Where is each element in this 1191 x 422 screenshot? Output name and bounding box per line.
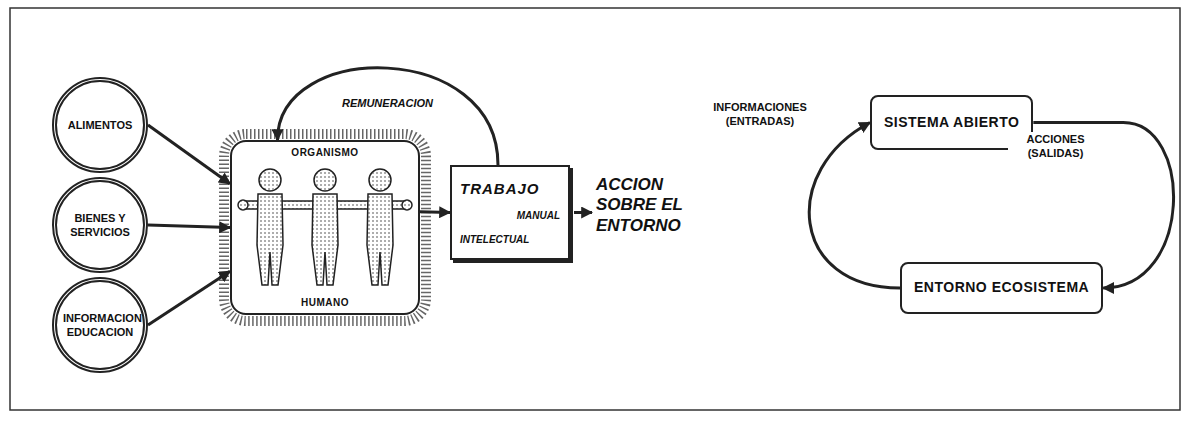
human-figures xyxy=(238,169,412,285)
node-text: INFORMACION EDUCACION xyxy=(63,311,137,340)
free-label: ACCION SOBRE EL ENTORNO xyxy=(596,175,704,236)
input-circle: ALIMENTOS xyxy=(52,77,148,173)
connector-arrow xyxy=(278,68,499,165)
edge-label: INFORMACIONES (ENTRADAS) xyxy=(700,100,820,129)
input-circle: BIENES Y SERVICIOS xyxy=(52,177,148,273)
hatched-outline xyxy=(224,134,426,321)
connector-arrow xyxy=(148,225,230,228)
work-box: TRABAJO MANUAL INTELECTUAL xyxy=(450,165,570,260)
node-text: HUMANO xyxy=(299,297,351,308)
edge-label: REMUNERACION xyxy=(335,96,440,110)
node-text: TRABAJO xyxy=(460,180,560,197)
frame xyxy=(10,8,1180,410)
action-arrow xyxy=(574,211,592,214)
organism-box: ORGANISMO HUMANO xyxy=(230,140,420,315)
environment-box: ENTORNO ECOSISTEMA xyxy=(900,262,1103,314)
connector-arrow xyxy=(420,210,450,214)
node-text: ALIMENTOS xyxy=(68,118,133,132)
edge-label: ACCIONES (SALIDAS) xyxy=(1008,132,1103,161)
node-text: MANUAL xyxy=(460,210,560,221)
node-text: BIENES Y SERVICIOS xyxy=(63,211,137,240)
node-text: ORGANISMO xyxy=(289,147,360,158)
node-text: INTELECTUAL xyxy=(460,234,560,245)
node-text: ENTORNO ECOSISTEMA xyxy=(914,279,1089,297)
node-text: SISTEMA ABIERTO xyxy=(884,114,1019,132)
connector-arrow xyxy=(148,125,230,184)
input-circle: INFORMACION EDUCACION xyxy=(52,277,148,373)
connector-arrow xyxy=(148,271,230,325)
